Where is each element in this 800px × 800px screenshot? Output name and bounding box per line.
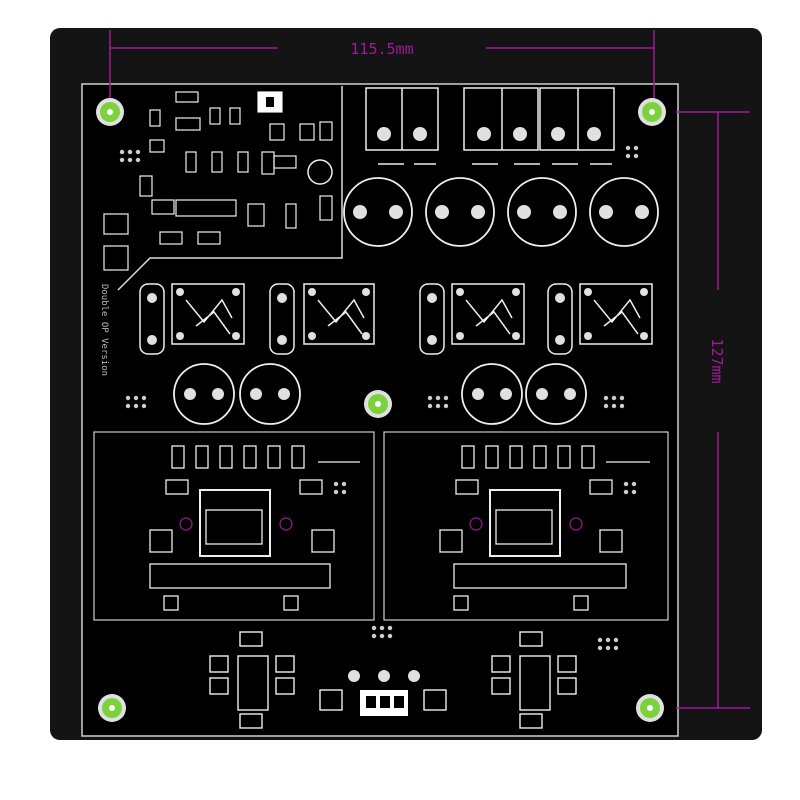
right-amp-components — [439, 445, 650, 611]
left-amp-components — [149, 445, 360, 611]
height-dimension — [676, 111, 750, 709]
mounting-hole-bottom-left — [98, 694, 126, 722]
rectifier-resistors — [139, 283, 573, 355]
left-amp-module — [93, 431, 375, 621]
width-dimension — [109, 30, 655, 108]
filter-capacitors-mid — [173, 363, 587, 425]
power-regulators — [365, 87, 615, 151]
logic-smd-components — [103, 91, 333, 271]
regulator-pads — [377, 127, 601, 141]
right-amp-module — [383, 431, 669, 621]
mounting-hole-top-right — [638, 98, 666, 126]
mounting-hole-top-left — [96, 98, 124, 126]
mounting-hole-center — [364, 390, 392, 418]
right-output-stage — [491, 631, 577, 729]
logic-crystal-pad — [307, 159, 333, 185]
filter-capacitors-top — [343, 177, 659, 247]
via-clusters — [119, 145, 639, 651]
height-dimension-label: 127mm — [708, 338, 726, 383]
bridge-rectifiers — [171, 283, 653, 345]
width-dimension-label: 115.5mm — [350, 40, 413, 58]
power-connector — [319, 670, 447, 716]
board-edge — [81, 83, 679, 737]
board-marking-text: Double OP Version — [99, 284, 109, 376]
left-output-stage — [209, 631, 295, 729]
mounting-hole-bottom-right — [636, 694, 664, 722]
logic-area-divider — [117, 86, 343, 291]
